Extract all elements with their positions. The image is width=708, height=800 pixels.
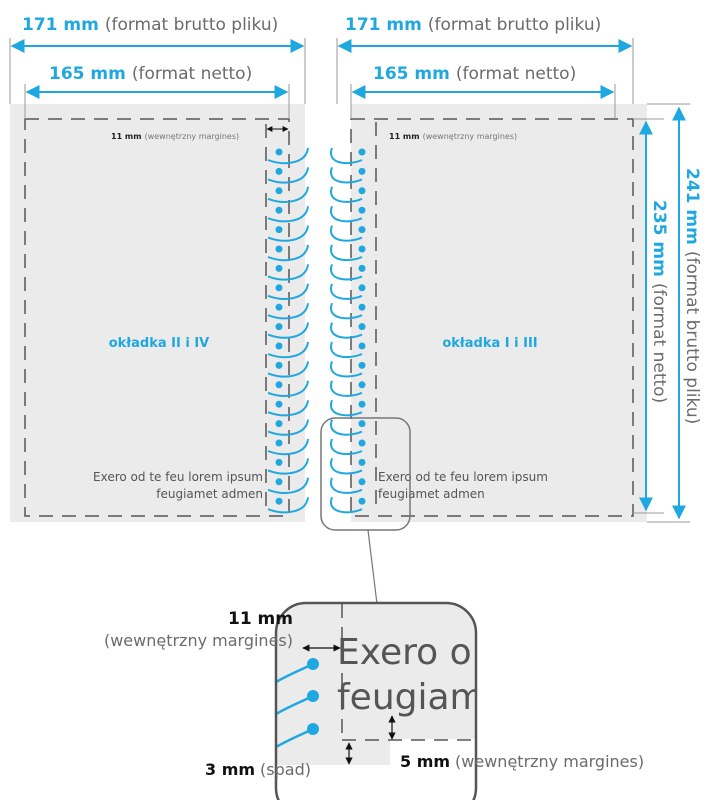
netto-height-label: 235 mm(format netto) — [649, 200, 669, 403]
spiral-hole-left — [276, 284, 283, 291]
zoom-detail: Exero o feugiam — [270, 600, 485, 765]
left-sample-line1: Exero od te feu lorem ipsum — [93, 470, 263, 484]
spiral-hole-left — [276, 498, 283, 505]
spiral-hole-left — [276, 420, 283, 427]
spiral-hole-right — [359, 304, 366, 311]
zoom-connector — [368, 530, 377, 604]
right-page-title: okładka I i III — [442, 336, 537, 351]
zoom-sample-line2: feugiam — [337, 677, 485, 718]
spiral-hole-right — [359, 265, 366, 272]
spiral-hole-right — [359, 478, 366, 485]
spiral-hole-right — [359, 343, 366, 350]
left-brutto-width-label: 171 mm(format brutto pliku) — [22, 15, 278, 35]
spiral-hole-left — [276, 440, 283, 447]
zoom-margin-label: (wewnętrzny margines) — [104, 631, 293, 650]
spiral-hole-right — [359, 226, 366, 233]
spiral-hole-left — [276, 343, 283, 350]
spiral-hole-right — [359, 187, 366, 194]
spiral-hole-right — [359, 420, 366, 427]
right-page — [351, 104, 647, 522]
spiral-hole-left — [276, 207, 283, 214]
spiral-hole-right — [359, 498, 366, 505]
spiral-hole-right — [359, 362, 366, 369]
spiral-hole-left — [276, 381, 283, 388]
spiral-hole-left — [276, 149, 283, 156]
zoom-spiral-hole — [307, 690, 319, 702]
right-netto-width-label: 165 mm(format netto) — [373, 64, 576, 84]
spiral-hole-right — [359, 401, 366, 408]
zoom-margin-value: 11 mm — [228, 609, 293, 629]
spiral-hole-left — [276, 459, 283, 466]
spiral-hole-right — [359, 246, 366, 253]
spiral-hole-left — [276, 187, 283, 194]
spiral-hole-right — [359, 381, 366, 388]
left-page — [10, 104, 305, 522]
brutto-height-label: 241 mm(format brutto pliku) — [682, 168, 702, 424]
spiral-hole-left — [276, 401, 283, 408]
zoom-spiral-hole — [307, 723, 319, 735]
spiral-hole-left — [276, 304, 283, 311]
right-sample-line2: feugiamet admen — [378, 487, 485, 501]
spiral-hole-left — [276, 226, 283, 233]
spiral-hole-left — [276, 323, 283, 330]
zoom-inner-margin-label: 5 mm(wewnętrzny margines) — [400, 752, 644, 771]
spiral-hole-left — [276, 246, 283, 253]
spiral-hole-left — [276, 478, 283, 485]
left-sample-line2: feugiamet admen — [156, 487, 263, 501]
zoom-sample-line1: Exero o — [337, 632, 472, 673]
spiral-hole-right — [359, 323, 366, 330]
spiral-hole-right — [359, 168, 366, 175]
spiral-hole-left — [276, 362, 283, 369]
left-page-title: okładka II i IV — [109, 336, 210, 351]
spiral-hole-right — [359, 440, 366, 447]
spiral-hole-left — [276, 168, 283, 175]
spiral-hole-right — [359, 284, 366, 291]
spiral-hole-right — [359, 207, 366, 214]
spiral-hole-right — [359, 459, 366, 466]
right-brutto-width-label: 171 mm(format brutto pliku) — [345, 15, 601, 35]
zoom-bleed-label: 3 mm(spad) — [205, 760, 311, 779]
right-margin-text: 11 mm(wewnętrzny margines) — [389, 132, 517, 141]
left-margin-text: 11 mm(wewnętrzny margines) — [111, 132, 239, 141]
left-netto-width-label: 165 mm(format netto) — [49, 64, 252, 84]
spiral-hole-right — [359, 149, 366, 156]
spiral-hole-left — [276, 265, 283, 272]
right-sample-line1: Exero od te feu lorem ipsum — [378, 470, 548, 484]
zoom-spiral-hole — [307, 658, 319, 670]
